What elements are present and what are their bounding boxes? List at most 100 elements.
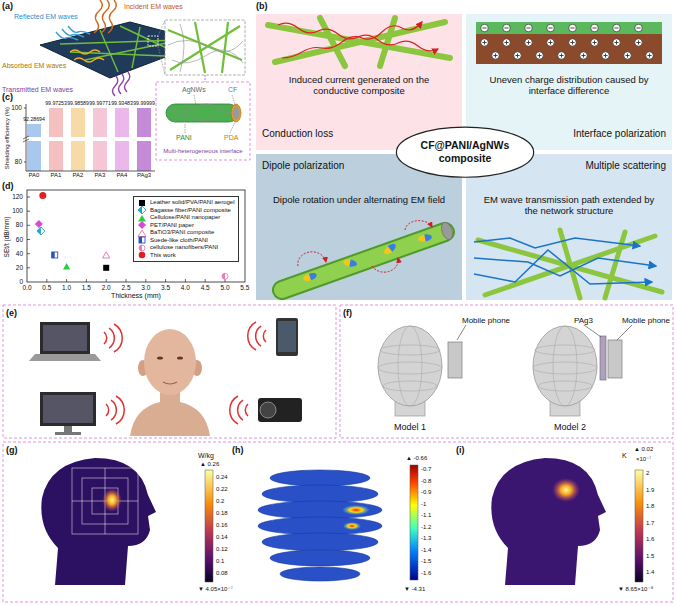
reflected-waves-path [56,32,78,40]
head-models-g-ellipse [378,362,442,374]
scatter-chart-circle [39,192,46,199]
devices-scene-g-path [230,396,238,424]
scatter-chart-rect [52,252,58,258]
head-models-g-ellipse [538,381,592,391]
mechanism-title: Conduction loss [262,128,333,140]
panel-letter: (e) [6,308,17,318]
head-models-ellipse [378,326,442,406]
part-label: Mobile phone [622,316,670,325]
transmitted-waves-path [125,72,130,92]
legend-marker-polygon [138,230,146,237]
legend-row: cellulose nanofibers/PANI [137,244,235,252]
model-label: Model 1 [394,422,426,432]
head-models-g [533,326,597,406]
devices-scene-g-path [263,330,266,342]
dipole-illustration-line [282,232,445,290]
legend-marker-polygon [138,206,146,214]
colorbar-tick: 1.6 [646,536,654,543]
devices-scene-rect [40,322,90,354]
mechanism-caption: Uneven charge distribution caused by int… [479,74,659,97]
legend-text: Suede-like cloth/PANI [150,237,208,245]
axis-tick: 80 [16,221,23,228]
interface-polarization-illustration-use [613,39,621,47]
zoom-inset-g-line [170,26,240,70]
legend-marker-rect [139,237,142,243]
legend-marker-rect [139,200,145,206]
colorbar-tick: -0.8 [421,478,431,485]
head-models-rect [448,342,462,378]
axis-tick: 3.0 [141,284,150,291]
zoom-inset-rect [165,20,245,75]
colorbar-tick: -1.3 [421,535,431,542]
scatter-chart-path [222,273,225,279]
zoom-inset-g-line [222,22,228,73]
conduction-loss-illustration-g-line [275,22,445,62]
interface-polarization-illustration-use [525,24,533,32]
simulation-results-path [491,458,606,585]
legend-row: Leather solid/PVA/PANI aerogel [137,199,235,207]
legend-row: PET/PANI paper [137,222,235,230]
dipole-illustration-use [382,242,397,256]
bar-name: PA2 [73,172,84,179]
interface-polarization-illustration-use [492,52,500,60]
colorbar-max: ▲ -0.66 [406,455,427,462]
panel-letter: (a) [2,1,13,11]
devices-scene-rect [40,392,96,426]
scatter-chart-g-line [165,279,166,282]
interface-polarization-illustration-use [569,24,577,32]
reflected-waves [56,26,90,40]
zoom-inset-g-path [170,104,236,113]
dipole-illustration-use [417,233,432,242]
interface-polarization-illustration-rect [476,22,662,34]
scattering-illustration [474,230,662,298]
devices-scene-path [163,382,177,384]
head-models-line [584,325,601,337]
legend-row: Cellulose/PANI nanopaper [137,214,235,222]
simulation-results-g-ellipse [270,470,370,486]
bar-chart-rect [27,124,41,171]
simulation-results-ellipse [552,478,580,502]
colorbar-scale: ×10⁻⁷ [636,456,652,463]
part-label: Mobile phone [462,316,510,325]
simulation-results-ellipse [342,505,370,515]
interface-polarization-illustration-use [602,52,610,60]
scatter-chart-polygon [37,227,41,235]
interface-polarization-illustration-use [591,39,599,47]
axis-tick: 0.0 [22,284,31,291]
wave-label: Reflected EM waves [14,13,78,21]
devices-scene-rect [258,398,302,422]
zoom-inset-ellipse [233,107,240,120]
interface-polarization-illustration [476,22,662,64]
conduction-loss-illustration [268,18,450,66]
colorbar-tick: -1.1 [421,512,431,519]
devices-scene-g-path [106,404,109,416]
dipole-illustration [282,221,455,290]
dipole-illustration-line [282,232,445,290]
zoom-inset-g [185,95,236,133]
mechanism-backgrounds-rect [466,154,672,300]
colorbar-tick: 0.18 [216,510,228,517]
legend-row: Bagasse fiber/PANI composite [137,207,235,215]
head-models-g [378,326,442,406]
panel-letter: (h) [232,445,244,455]
legend-text: BaTiO3/PANI composite [150,229,214,237]
axis-tick: 100 [11,104,22,111]
axis-title: SEt/t (dB/mm) [3,217,10,258]
scatter-chart-circle [222,273,228,279]
interface-polarization-illustration-use [503,24,511,32]
bar-chart-rect [25,137,155,141]
scatter-chart-rect [52,252,55,258]
legend-marker-rect [139,237,145,243]
devices-scene-rect [43,395,93,423]
bar-name: PA3 [95,172,106,179]
scatter-chart-g-line [145,279,146,282]
legend-marker-polygon [138,215,146,222]
devices-scene-circle [260,402,276,418]
devices-scene-g-path [238,400,243,420]
interface-polarization-illustration-use [547,24,555,32]
colorbar-tick: -0.7 [421,466,431,473]
incident-waves-path [101,0,109,33]
bar-value: 99.99771 [89,101,111,107]
devices-scene-g-path [256,326,261,346]
transmitted-waves-path [119,74,124,94]
